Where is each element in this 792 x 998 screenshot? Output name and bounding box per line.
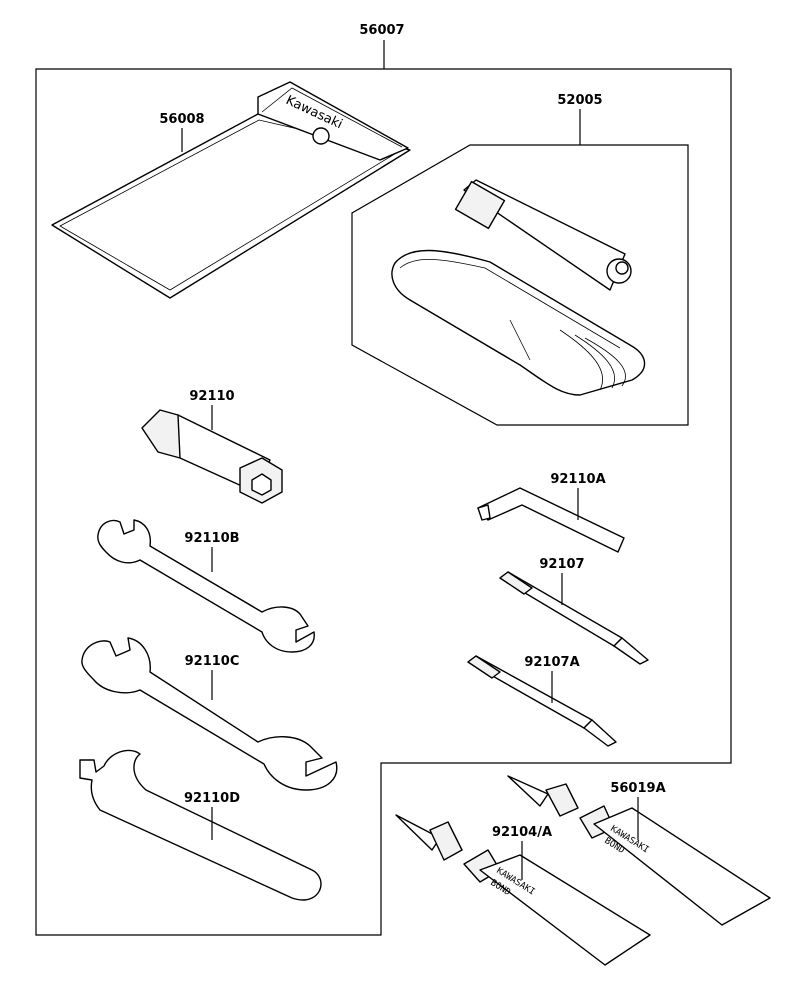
label-92110D: 92110D bbox=[184, 791, 240, 806]
snap-button-icon bbox=[312, 127, 330, 145]
hook-wrench-92110D bbox=[79, 749, 322, 901]
tommy-bar-drawing bbox=[454, 179, 632, 291]
label-92110A: 92110A bbox=[550, 472, 605, 487]
toolkit-frame bbox=[35, 68, 732, 936]
label-56019A: 56019A bbox=[610, 781, 665, 796]
tool-bag-drawing bbox=[391, 249, 646, 396]
label-92104A: 92104/A bbox=[492, 825, 552, 840]
label-92110: 92110 bbox=[189, 389, 234, 404]
wrench-92110C bbox=[81, 637, 338, 791]
pouch-drawing: Kawasaki bbox=[51, 81, 411, 299]
screwdriver-92107A bbox=[467, 655, 617, 747]
hex-key-92110A bbox=[477, 487, 625, 553]
label-56008: 56008 bbox=[159, 112, 204, 127]
screwdriver-92107 bbox=[499, 571, 649, 665]
label-92110B: 92110B bbox=[184, 531, 239, 546]
label-92107A: 92107A bbox=[524, 655, 579, 670]
label-92110C: 92110C bbox=[185, 654, 240, 669]
label-52005: 52005 bbox=[557, 93, 602, 108]
bond-tube-92104A: KAWASAKI BOND bbox=[395, 814, 651, 966]
label-56007: 56007 bbox=[359, 23, 404, 38]
wrench-92110B bbox=[97, 519, 315, 653]
plug-wrench-92110 bbox=[141, 409, 283, 504]
box-52005 bbox=[351, 144, 689, 426]
label-92107: 92107 bbox=[539, 557, 584, 572]
